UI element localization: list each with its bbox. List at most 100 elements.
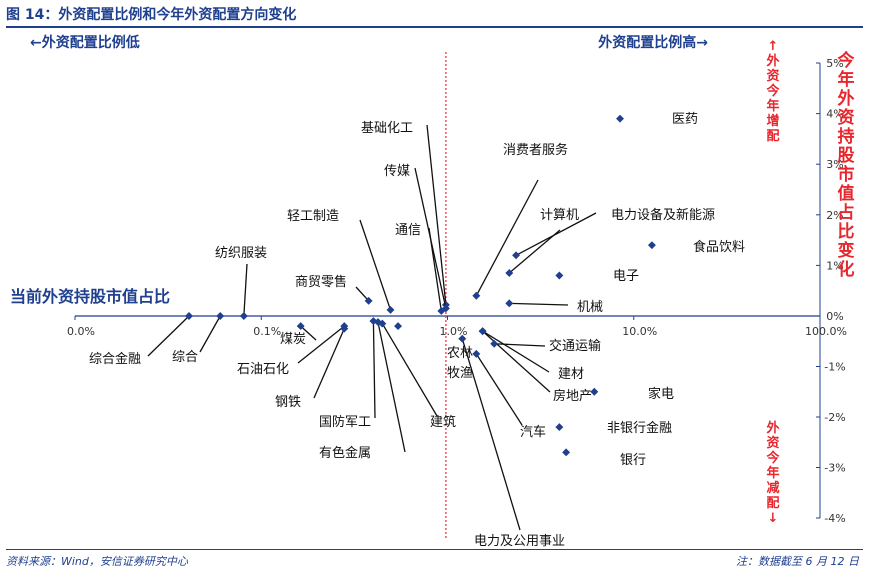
point-label: 纺织服装 xyxy=(215,246,267,261)
bottom-arrow-label: 外资今年减配↓ xyxy=(765,420,780,526)
point-label: 医药 xyxy=(672,112,698,127)
point-label: 电子 xyxy=(613,269,639,284)
figure-title: 图 14：外资配置比例和今年外资配置方向变化 xyxy=(6,7,297,23)
data-point xyxy=(216,312,225,320)
y-axis-title: 今年外资持股市值占比变化 xyxy=(838,50,855,280)
y-tick-label: 0% xyxy=(826,310,843,323)
left-arrow-label: ←外资配置比例低 xyxy=(30,34,140,51)
data-point xyxy=(394,322,403,331)
leader-line xyxy=(243,263,248,317)
point-label: 机械 xyxy=(577,300,603,315)
leader-line xyxy=(461,338,521,531)
point-label: 建筑 xyxy=(430,414,456,430)
point-label: 石油石化 xyxy=(237,362,289,377)
y-tick-label: 4% xyxy=(826,108,843,121)
point-label: 交通运输 xyxy=(549,338,601,354)
point-label: 通信 xyxy=(395,223,421,238)
leader-line xyxy=(475,353,523,426)
x-tick-label: 100.0% xyxy=(805,325,847,338)
data-point xyxy=(340,324,349,333)
data-point xyxy=(647,241,656,250)
point-label: 房地产 xyxy=(553,388,592,404)
leader-line xyxy=(508,229,561,274)
data-point xyxy=(472,349,481,358)
data-point xyxy=(490,339,499,348)
leader-line xyxy=(482,330,551,393)
point-label: 牧渔 xyxy=(447,366,473,381)
point-label: 计算机 xyxy=(540,208,579,223)
source-note: 资料来源：Wind，安信证券研究中心 xyxy=(6,555,188,568)
leader-line xyxy=(355,286,370,302)
point-label: 传媒 xyxy=(384,164,410,179)
point-label: 轻工制造 xyxy=(287,209,339,224)
data-point xyxy=(478,327,487,336)
point-label: 基础化工 xyxy=(361,121,413,136)
data-point xyxy=(472,291,481,300)
x-tick-label: 0.0% xyxy=(67,325,95,338)
point-label: 钢铁 xyxy=(275,395,301,410)
data-point xyxy=(378,319,387,328)
point-label: 建材 xyxy=(558,367,584,382)
data-point xyxy=(555,271,564,280)
data-point xyxy=(239,312,248,320)
point-label: 家电 xyxy=(648,386,674,402)
x-axis-title: 当前外资持股市值占比 xyxy=(10,287,170,306)
point-label: 电力设备及新能源 xyxy=(611,207,715,223)
point-label: 非银行金融 xyxy=(607,420,672,436)
scatter-chart: 0.0%0.1%1.0%10.0%100.0%5%4%3%2%1%0%-1%-2… xyxy=(10,34,855,548)
point-label: 农林 xyxy=(447,346,473,361)
leader-line xyxy=(300,325,317,341)
leader-line xyxy=(381,323,438,417)
title-rule xyxy=(6,26,863,28)
leader-line xyxy=(475,179,539,297)
data-point xyxy=(555,423,564,432)
data-point xyxy=(616,114,624,123)
point-label: 有色金属 xyxy=(319,445,371,461)
x-tick-label: 0.1% xyxy=(253,325,281,338)
y-tick-label: -2% xyxy=(824,411,845,424)
point-label: 煤炭 xyxy=(280,332,306,347)
leader-line xyxy=(297,325,345,364)
footer-rule xyxy=(6,549,863,550)
point-label: 综合金融 xyxy=(89,351,141,367)
data-point xyxy=(437,306,446,315)
data-point xyxy=(296,322,305,331)
y-tick-label: 2% xyxy=(826,209,843,222)
data-point xyxy=(562,448,571,457)
data-point xyxy=(505,269,514,277)
y-tick-label: 5% xyxy=(826,57,843,70)
y-tick-label: -3% xyxy=(824,462,845,475)
leader-line xyxy=(482,330,550,373)
leader-line xyxy=(494,343,546,347)
point-label: 食品饮料 xyxy=(693,239,745,255)
point-label: 国防军工 xyxy=(319,414,371,430)
point-label: 汽车 xyxy=(520,424,546,440)
leader-line xyxy=(147,315,190,357)
leader-line xyxy=(372,321,376,419)
data-point xyxy=(458,334,467,343)
point-label: 消费者服务 xyxy=(503,142,568,158)
leader-line xyxy=(359,219,392,311)
leader-line xyxy=(428,227,442,312)
y-tick-label: 3% xyxy=(826,158,843,171)
leader-line xyxy=(509,302,569,306)
top-arrow-label: ↑外资今年增配 xyxy=(765,39,780,144)
data-point xyxy=(364,296,373,305)
point-label: 综合 xyxy=(172,350,198,365)
data-point xyxy=(386,305,395,314)
y-tick-label: -4% xyxy=(824,512,845,525)
right-arrow-label: 外资配置比例高→ xyxy=(598,34,708,51)
y-tick-label: -1% xyxy=(824,361,845,374)
data-point xyxy=(512,251,521,260)
data-point xyxy=(505,299,514,308)
y-tick-label: 1% xyxy=(826,259,843,272)
point-label: 商贸零售 xyxy=(295,274,347,290)
leader-line xyxy=(199,315,221,353)
leader-line xyxy=(426,124,447,305)
date-note: 注：数据截至 6 月 12 日 xyxy=(736,555,859,568)
leader-line xyxy=(313,328,345,399)
point-label: 银行 xyxy=(620,453,646,468)
leader-line xyxy=(377,321,406,453)
point-label: 电力及公用事业 xyxy=(474,534,565,548)
x-tick-label: 1.0% xyxy=(440,325,468,338)
